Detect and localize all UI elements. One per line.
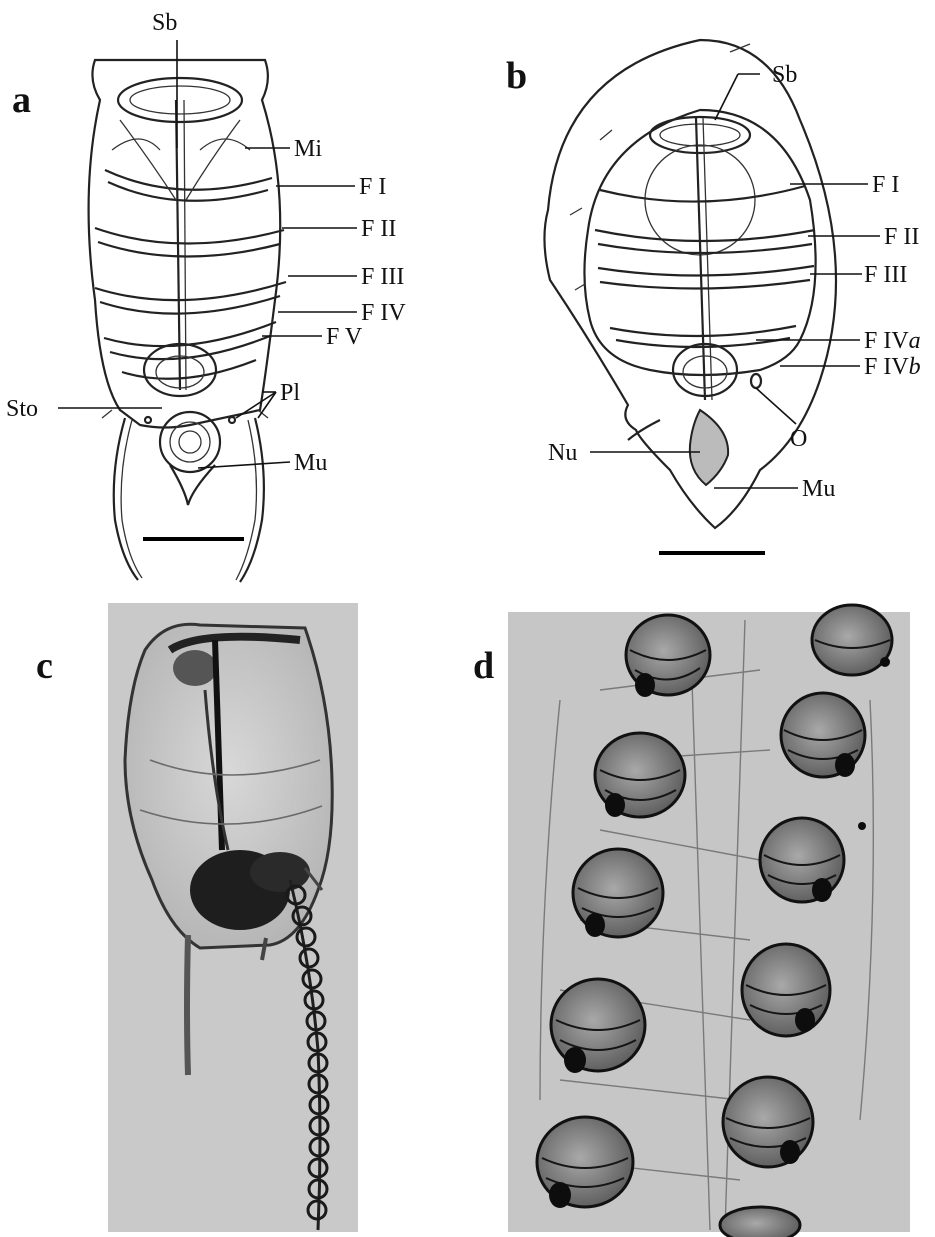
panel-a: a: [6, 10, 406, 582]
panel-b: b: [506, 40, 921, 553]
label-a-mi: Mi: [294, 136, 322, 162]
label-b-o: O: [790, 426, 807, 452]
label-b-sb: Sb: [772, 62, 797, 88]
label-b-f4b-italic: b: [909, 354, 921, 380]
label-a-f5: F V: [326, 324, 363, 350]
label-b-f4a-main: F IV: [864, 328, 909, 354]
label-b-f4a-italic: a: [909, 328, 921, 354]
panel-letter-d: d: [473, 645, 494, 687]
label-a-f3: F III: [361, 264, 404, 290]
label-a-f1: F I: [359, 174, 386, 200]
panel-letter-a: a: [12, 79, 31, 121]
label-a-sto: Sto: [6, 396, 38, 422]
label-b-f4a: F IVa: [864, 328, 921, 354]
label-a-f2: F II: [361, 216, 396, 242]
panel-letter-c: c: [36, 645, 53, 687]
label-a-f4: F IV: [361, 300, 406, 326]
panel-c: c: [36, 603, 358, 1232]
label-b-nu: Nu: [548, 440, 577, 466]
panel-a-leaders: [58, 40, 357, 468]
label-a-sb: Sb: [152, 10, 177, 36]
panel-a-drawing: [89, 60, 286, 582]
panel-d: d: [473, 605, 910, 1237]
panel-letter-b: b: [506, 55, 527, 97]
label-b-f4b: F IVb: [864, 354, 921, 380]
label-b-f2: F II: [884, 224, 919, 250]
label-a-mu: Mu: [294, 450, 327, 476]
panel-b-drawing: [544, 40, 836, 553]
label-b-mu: Mu: [802, 476, 835, 502]
label-b-f4b-main: F IV: [864, 354, 909, 380]
label-b-f3: F III: [864, 262, 907, 288]
label-b-f1: F I: [872, 172, 899, 198]
label-a-pl: Pl: [280, 380, 300, 406]
